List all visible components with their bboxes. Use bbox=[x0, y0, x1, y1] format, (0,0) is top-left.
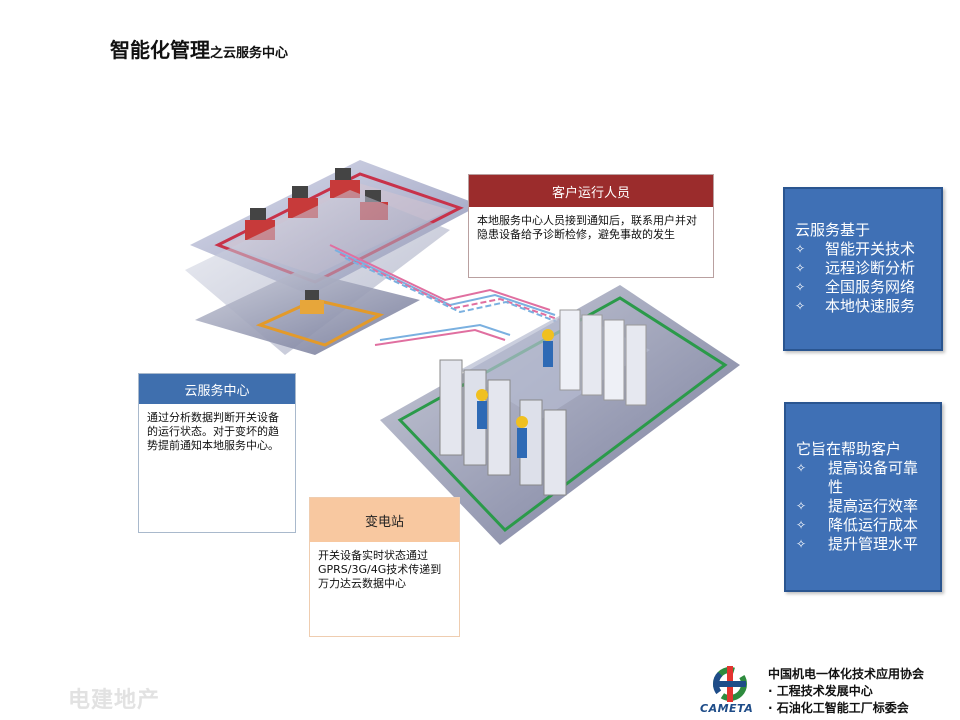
list-item: ✧远程诊断分析 bbox=[795, 259, 916, 277]
substation-header: 变电站 bbox=[310, 498, 459, 542]
customer-aims-panel: 它旨在帮助客户 ✧提高设备可靠性 ✧提高运行效率 ✧降低运行成本 ✧提升管理水平 bbox=[784, 402, 942, 592]
diamond-bullet-icon: ✧ bbox=[795, 299, 806, 313]
org-line-2: · 工程技术发展中心 bbox=[768, 684, 873, 698]
list-item: ✧提高设备可靠性 bbox=[796, 459, 919, 496]
org-line-3: · 石油化工智能工厂标委会 bbox=[768, 701, 909, 715]
list-item: ✧降低运行成本 bbox=[796, 516, 919, 534]
list-item: ✧提高运行效率 bbox=[796, 497, 919, 515]
cloud-center-floor bbox=[185, 190, 450, 355]
page-title: 智能化管理之云服务中心 bbox=[110, 34, 288, 63]
workers bbox=[476, 329, 554, 458]
page-title-sub: 之云服务中心 bbox=[210, 46, 289, 61]
service-basis-heading: 云服务基于 bbox=[795, 221, 871, 239]
customer-operators-header: 客户运行人员 bbox=[469, 175, 713, 207]
cloud-service-center-text: 通过分析数据判断开关设备的运行状态。对于变坏的趋势提前通知本地服务中心。 bbox=[147, 411, 279, 452]
diamond-bullet-icon: ✧ bbox=[796, 518, 807, 532]
diamond-bullet-icon: ✧ bbox=[795, 280, 806, 294]
substation-box: 变电站 开关设备实时状态通过GPRS/3G/4G技术传递到万力达云数据中心 bbox=[309, 497, 460, 637]
diamond-bullet-icon: ✧ bbox=[795, 242, 806, 256]
customer-aims-list: ✧提高设备可靠性 ✧提高运行效率 ✧降低运行成本 ✧提升管理水平 bbox=[796, 459, 940, 554]
substation-text: 开关设备实时状态通过GPRS/3G/4G技术传递到万力达云数据中心 bbox=[318, 549, 442, 590]
cloud-service-center-box: 云服务中心 通过分析数据判断开关设备的运行状态。对于变坏的趋势提前通知本地服务中… bbox=[138, 373, 296, 533]
customer-operators-box: 客户运行人员 本地服务中心人员接到通知后，联系用户并对隐患设备给予诊断检修，避免… bbox=[468, 174, 714, 278]
list-item: ✧提升管理水平 bbox=[796, 535, 919, 553]
service-basis-list: ✧智能开关技术 ✧远程诊断分析 ✧全国服务网络 ✧本地快速服务 bbox=[795, 240, 941, 316]
diamond-bullet-icon: ✧ bbox=[796, 537, 807, 551]
cloud-service-center-header: 云服务中心 bbox=[139, 374, 295, 404]
diamond-bullet-icon: ✧ bbox=[795, 261, 806, 275]
customer-aims-heading: 它旨在帮助客户 bbox=[796, 440, 902, 458]
service-basis-panel: 云服务基于 ✧智能开关技术 ✧远程诊断分析 ✧全国服务网络 ✧本地快速服务 bbox=[783, 187, 943, 351]
diamond-bullet-icon: ✧ bbox=[796, 499, 807, 513]
customer-operators-text: 本地服务中心人员接到通知后，联系用户并对隐患设备给予诊断检修，避免事故的发生 bbox=[477, 214, 697, 241]
logo-wordmark: CAMETA bbox=[700, 702, 754, 715]
list-item: ✧全国服务网络 bbox=[795, 278, 916, 296]
cameta-logo-icon bbox=[713, 666, 747, 702]
list-item: ✧本地快速服务 bbox=[795, 297, 916, 315]
watermark-text: 电建地产 bbox=[68, 688, 161, 713]
service-network-illustration bbox=[185, 160, 740, 545]
data-links bbox=[329, 244, 566, 346]
organization-info: 中国机电一体化技术应用协会 · 工程技术发展中心 · 石油化工智能工厂标委会 bbox=[768, 666, 924, 717]
org-name: 中国机电一体化技术应用协会 bbox=[768, 667, 925, 681]
diamond-bullet-icon: ✧ bbox=[796, 461, 807, 475]
page-title-main: 智能化管理 bbox=[110, 38, 210, 62]
list-item: ✧智能开关技术 bbox=[795, 240, 916, 258]
